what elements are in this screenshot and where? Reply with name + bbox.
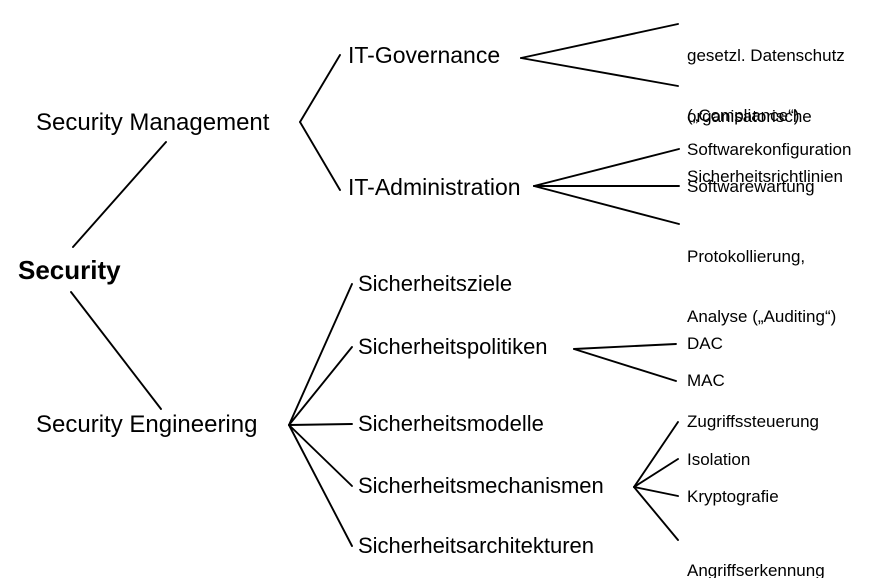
leaf-softwarekonfiguration: Softwarekonfiguration: [687, 140, 852, 159]
leaf-angriffserkennung: Angriffserkennung (Intrusion Detection): [687, 521, 840, 578]
edge-engineering-to-sicherheitsarchitekturen: [288, 424, 353, 547]
node-it-administration: IT-Administration: [348, 174, 521, 200]
edge-engineering-to-sicherheitspolitiken: [288, 346, 353, 426]
node-sicherheitsmechanismen: Sicherheitsmechanismen: [358, 473, 604, 498]
edge-mechanismen-to-isolation: [633, 458, 679, 488]
leaf-kryptografie: Kryptografie: [687, 487, 779, 506]
node-security-management: Security Management: [36, 109, 270, 136]
leaf-line-2: Sicherheitsrichtlinien: [687, 167, 843, 186]
node-sicherheitsmodelle: Sicherheitsmodelle: [358, 411, 544, 436]
node-sicherheitsarchitekturen: Sicherheitsarchitekturen: [358, 533, 595, 558]
edge-mgmt-to-it-administration: [299, 121, 341, 191]
leaf-organisatorische-sicherheitsrichtlinien: organisatorische Sicherheitsrichtlinien: [687, 67, 843, 227]
edge-politiken-to-mac: [573, 348, 677, 382]
edge-engineering-to-sicherheitsmechanismen: [288, 424, 353, 487]
node-security-engineering: Security Engineering: [36, 411, 258, 438]
leaf-protokollierung-analyse: Protokollierung, Analyse („Auditing“): [687, 207, 836, 367]
edge-root-to-security-engineering: [70, 291, 162, 410]
leaf-line-1: Protokollierung,: [687, 247, 806, 266]
leaf-line-1: Angriffserkennung: [687, 561, 825, 578]
edge-governance-to-leaf-1: [520, 23, 679, 59]
leaf-line-2: Analyse („Auditing“): [687, 307, 837, 326]
leaf-line-1: organisatorische: [687, 107, 812, 126]
leaf-line-1: gesetzl. Datenschutz: [687, 46, 845, 65]
edge-administration-to-leaf-1: [533, 148, 680, 187]
leaf-gesetzl-datenschutz: gesetzl. Datenschutz („Compliance“): [687, 6, 845, 166]
leaf-isolation: Isolation: [687, 450, 751, 469]
leaf-zugriffssteuerung: Zugriffssteuerung: [687, 412, 819, 431]
edge-engineering-to-sicherheitsmodelle: [288, 423, 353, 426]
node-root-security: Security: [18, 255, 121, 285]
edge-root-to-security-management: [72, 141, 167, 248]
edge-mgmt-to-it-governance: [299, 54, 341, 123]
edge-mechanismen-to-angriffserkennung: [633, 486, 679, 541]
leaf-dac: DAC: [687, 334, 723, 353]
edge-politiken-to-dac: [573, 343, 677, 350]
node-sicherheitspolitiken: Sicherheitspolitiken: [358, 334, 548, 359]
edge-mechanismen-to-zugriffssteuerung: [633, 421, 679, 488]
leaf-line-2: („Compliance“): [687, 106, 800, 125]
node-sicherheitsziele: Sicherheitsziele: [358, 271, 513, 296]
edge-administration-to-leaf-3: [533, 185, 680, 225]
edge-governance-to-leaf-2: [520, 57, 679, 87]
edge-engineering-to-sicherheitsziele: [288, 283, 353, 426]
node-it-governance: IT-Governance: [348, 42, 501, 68]
edge-mechanismen-to-kryptografie: [633, 486, 679, 497]
leaf-softwarewartung: Softwarewartung: [687, 177, 815, 196]
leaf-mac: MAC: [687, 371, 725, 390]
